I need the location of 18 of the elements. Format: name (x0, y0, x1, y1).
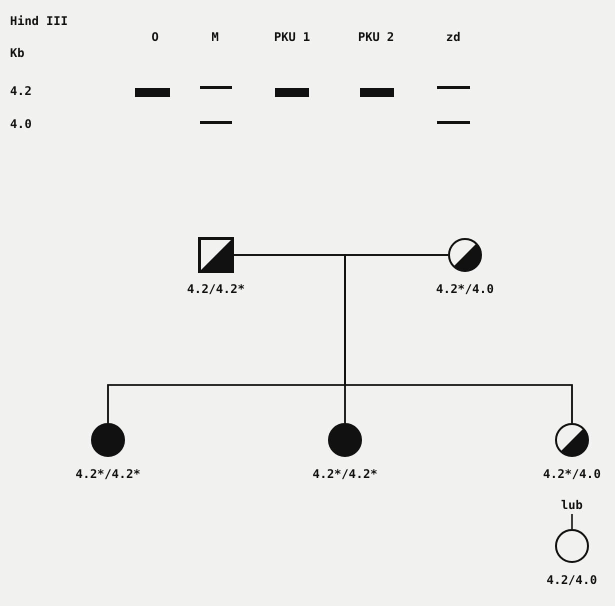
pedigree-line (571, 514, 573, 529)
caption-text: lub (561, 498, 583, 512)
enzyme-label: Hind III (10, 14, 68, 28)
genotype-label: 4.2*/4.2* (312, 467, 378, 481)
genotype-label: 4.2*/4.0 (543, 467, 601, 481)
lane-label: zd (446, 30, 460, 44)
lane-label: M (212, 30, 219, 44)
pedigree-line (344, 254, 573, 423)
size-label: 4.2 (10, 84, 32, 98)
genotype-label: 4.2*/4.0 (436, 282, 494, 296)
genotype-label: 4.2/4.0 (546, 573, 598, 587)
genotype-label: 4.2*/4.2* (76, 467, 141, 481)
unit-label: Kb (10, 46, 24, 60)
genotype-label: 4.2/4.2* (187, 282, 245, 296)
lane-label: O (152, 30, 159, 44)
lane-label: PKU 1 (274, 30, 310, 44)
size-label: 4.0 (10, 117, 32, 131)
lane-label: PKU 2 (358, 30, 394, 44)
